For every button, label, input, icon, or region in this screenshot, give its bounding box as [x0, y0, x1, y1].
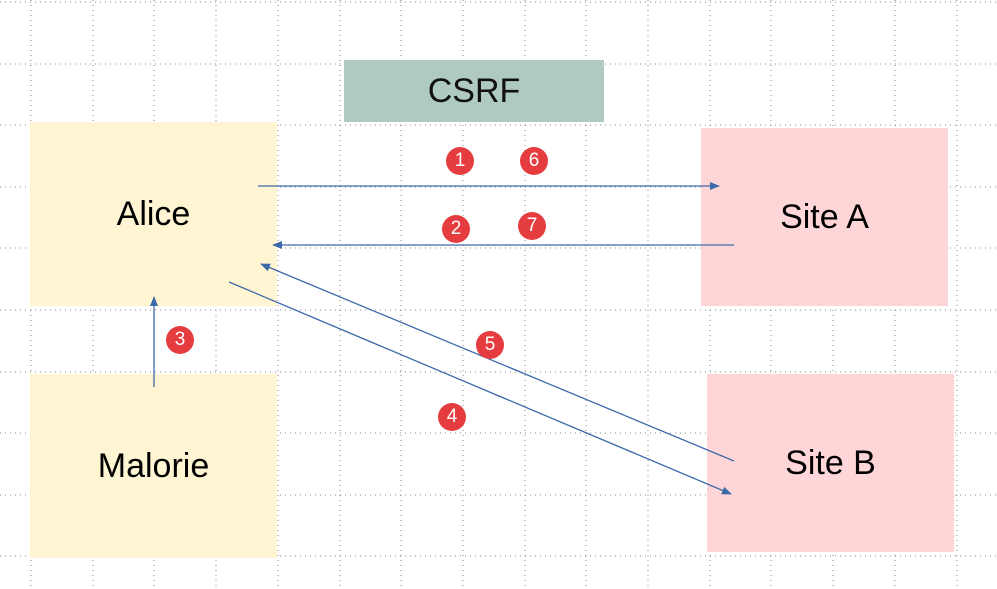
step-badge-3: 3 [166, 326, 194, 354]
step-number: 6 [528, 150, 540, 171]
title-text: CSRF [427, 71, 521, 110]
site-b-label: Site B [785, 443, 876, 482]
site-b-box: Site B [707, 374, 954, 552]
step-number: 2 [450, 218, 462, 239]
title-box: CSRF [344, 60, 604, 122]
step-number: 1 [454, 150, 466, 171]
step-number: 4 [446, 406, 458, 427]
site-a-label: Site A [780, 197, 869, 236]
step-badge-4: 4 [438, 403, 466, 431]
edge-alice-to-site-b [228, 281, 732, 495]
step-badge-7: 7 [518, 212, 546, 240]
malorie-label: Malorie [97, 446, 210, 485]
site-a-box: Site A [701, 128, 948, 306]
step-badge-2: 2 [442, 215, 470, 243]
alice-label: Alice [116, 194, 191, 233]
step-number: 7 [526, 215, 538, 236]
step-badge-6: 6 [520, 147, 548, 175]
step-number: 5 [484, 334, 496, 355]
step-badge-5: 5 [476, 331, 504, 359]
step-badge-1: 1 [446, 147, 474, 175]
edge-site-b-to-alice [260, 263, 735, 462]
alice-box: Alice [30, 122, 277, 306]
step-number: 3 [174, 329, 186, 350]
malorie-box: Malorie [30, 374, 277, 558]
